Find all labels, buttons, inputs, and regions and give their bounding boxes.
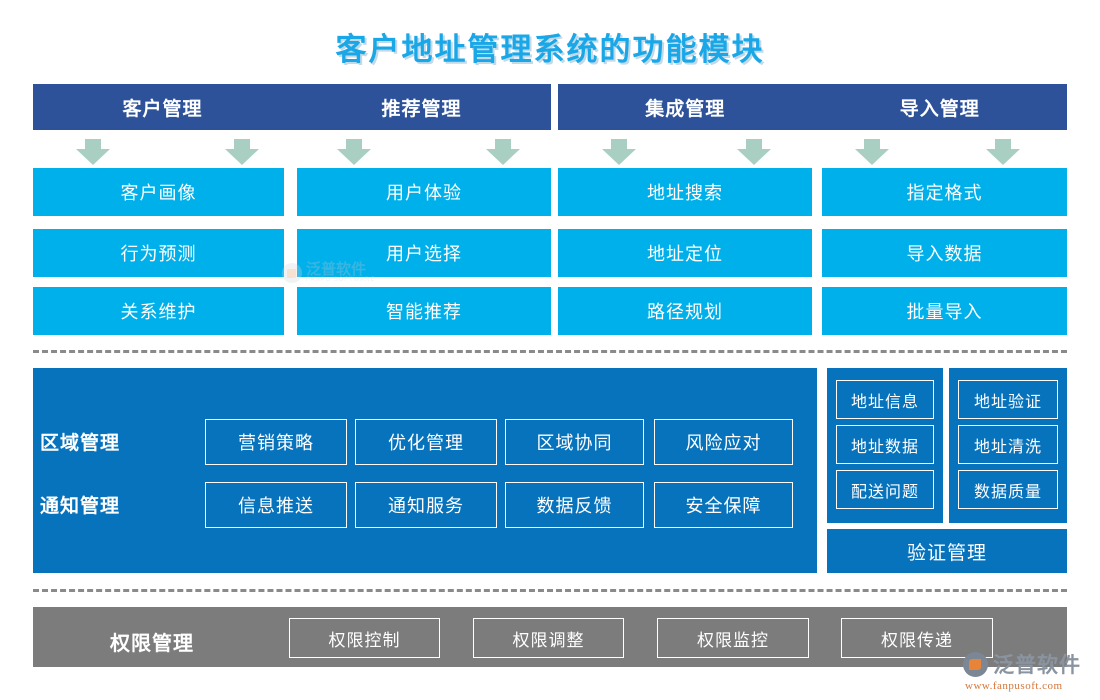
middle-box-region-4[interactable]: 风险应对 xyxy=(654,419,793,465)
middle-box-region-2[interactable]: 优化管理 xyxy=(355,419,497,465)
column-header-customer[interactable]: 客户管理 xyxy=(122,98,203,120)
down-arrow-icon xyxy=(76,139,110,165)
middle-box-notify-3[interactable]: 数据反馈 xyxy=(505,482,644,528)
down-arrow-icon xyxy=(337,139,371,165)
brand-url: www.fanpusoft.com xyxy=(965,680,1063,692)
brand-name: 泛普软件 xyxy=(993,654,1081,677)
middle-panel-left xyxy=(33,368,817,573)
middle-panel-address-info: 地址信息 地址数据 配送问题 xyxy=(827,368,943,523)
module-box-integration-1[interactable]: 地址搜索 xyxy=(558,168,812,216)
module-box-integration-3[interactable]: 路径规划 xyxy=(558,287,812,335)
middle-box-notify-1[interactable]: 信息推送 xyxy=(205,482,347,528)
module-box-recommend-2[interactable]: 用户选择 xyxy=(297,229,551,277)
permission-box-monitor[interactable]: 权限监控 xyxy=(657,618,809,658)
down-arrow-icon xyxy=(486,139,520,165)
module-box-customer-2[interactable]: 行为预测 xyxy=(33,229,284,277)
module-box-import-2[interactable]: 导入数据 xyxy=(822,229,1067,277)
module-box-recommend-3[interactable]: 智能推荐 xyxy=(297,287,551,335)
permission-bar-label: 权限管理 xyxy=(110,633,194,655)
header-group-left: 客户管理 推荐管理 xyxy=(33,84,551,130)
middle-box-region-1[interactable]: 营销策略 xyxy=(205,419,347,465)
down-arrow-icon xyxy=(602,139,636,165)
address-box-delivery[interactable]: 配送问题 xyxy=(836,470,934,509)
down-arrow-icon xyxy=(737,139,771,165)
permission-box-adjust[interactable]: 权限调整 xyxy=(473,618,624,658)
address-box-clean[interactable]: 地址清洗 xyxy=(958,425,1058,464)
down-arrow-icon xyxy=(986,139,1020,165)
module-box-customer-1[interactable]: 客户画像 xyxy=(33,168,284,216)
verification-management-bar[interactable]: 验证管理 xyxy=(827,529,1067,573)
address-box-data[interactable]: 地址数据 xyxy=(836,425,934,464)
module-box-import-3[interactable]: 批量导入 xyxy=(822,287,1067,335)
watermark-sub: FANPU SOFTWARE xyxy=(306,277,376,283)
address-box-quality[interactable]: 数据质量 xyxy=(958,470,1058,509)
middle-box-notify-4[interactable]: 安全保障 xyxy=(654,482,793,528)
down-arrow-icon xyxy=(855,139,889,165)
module-box-import-1[interactable]: 指定格式 xyxy=(822,168,1067,216)
middle-panel-address-verify: 地址验证 地址清洗 数据质量 xyxy=(949,368,1067,523)
middle-row-label-notify: 通知管理 xyxy=(40,496,121,517)
page-title: 客户地址管理系统的功能模块 xyxy=(335,32,765,67)
module-box-integration-2[interactable]: 地址定位 xyxy=(558,229,812,277)
middle-box-notify-2[interactable]: 通知服务 xyxy=(355,482,497,528)
address-box-info[interactable]: 地址信息 xyxy=(836,380,934,419)
middle-row-label-region: 区域管理 xyxy=(40,433,121,454)
fanpu-logo-icon xyxy=(963,651,988,677)
permission-box-transfer[interactable]: 权限传递 xyxy=(841,618,993,658)
down-arrow-icon xyxy=(225,139,259,165)
divider-bottom xyxy=(33,589,1067,592)
header-group-right: 集成管理 导入管理 xyxy=(558,84,1067,130)
middle-box-region-3[interactable]: 区域协同 xyxy=(505,419,644,465)
module-box-customer-3[interactable]: 关系维护 xyxy=(33,287,284,335)
column-header-import[interactable]: 导入管理 xyxy=(899,98,980,120)
column-header-integration[interactable]: 集成管理 xyxy=(645,98,726,120)
permission-box-control[interactable]: 权限控制 xyxy=(289,618,440,658)
brand-logo: 泛普软件 www.fanpusoft.com xyxy=(963,649,1081,692)
divider-top xyxy=(33,350,1067,353)
address-box-verify[interactable]: 地址验证 xyxy=(958,380,1058,419)
column-header-recommend[interactable]: 推荐管理 xyxy=(381,98,462,120)
module-box-recommend-1[interactable]: 用户体验 xyxy=(297,168,551,216)
